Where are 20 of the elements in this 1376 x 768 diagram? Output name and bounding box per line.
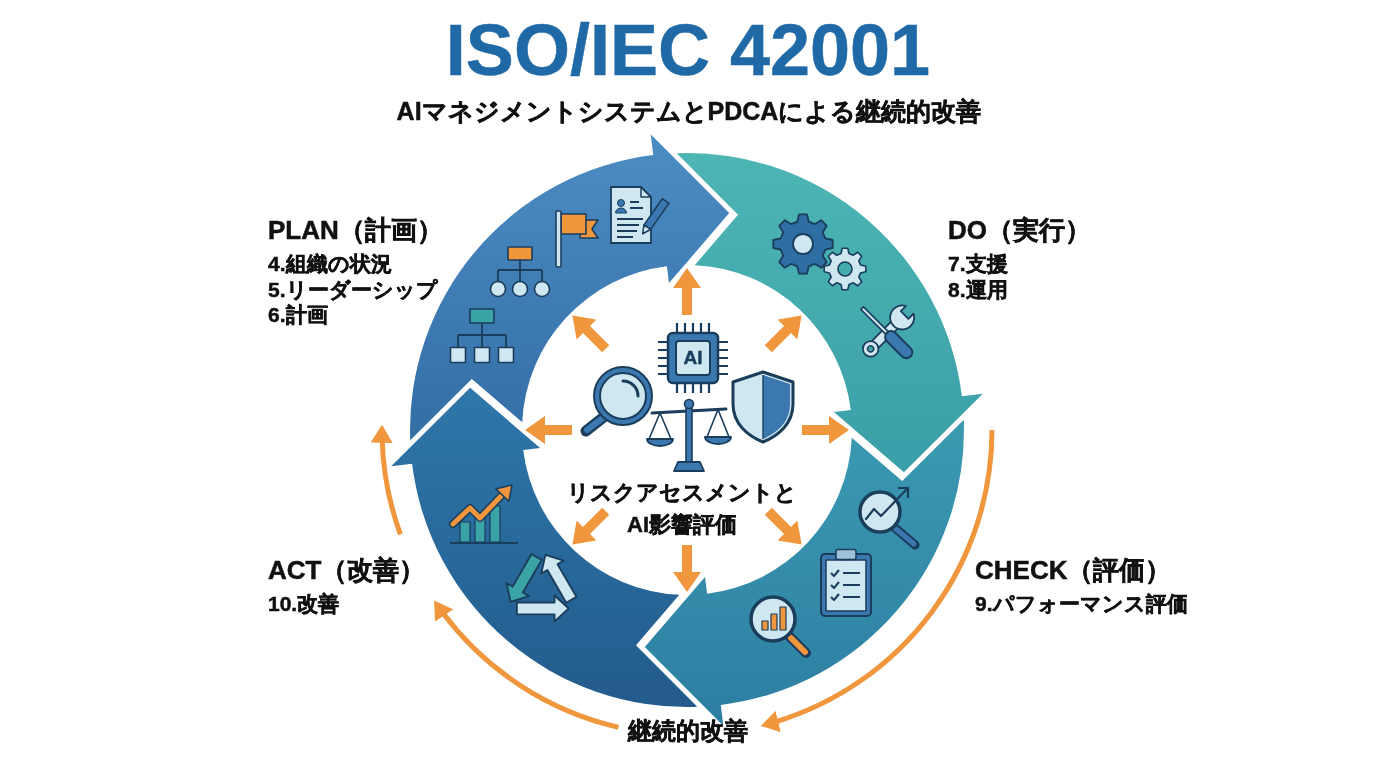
phase-heading: ACT（改善） xyxy=(268,554,426,586)
phase-heading: CHECK（評価） xyxy=(975,554,1172,586)
center-label: リスクアセスメントとAI影響評価 xyxy=(566,479,798,539)
title: ISO/IEC 42001 xyxy=(445,14,931,86)
clause-item: 4.組織の状況 xyxy=(268,251,392,277)
clause-item: 8.運用 xyxy=(948,276,1008,302)
clause-item: 6.計画 xyxy=(268,302,328,328)
phase-heading: DO（実行） xyxy=(948,214,1091,246)
arrow xyxy=(802,416,849,444)
clause-item: 5.リーダーシップ xyxy=(268,276,438,302)
clause-item: 10.改善 xyxy=(268,591,340,617)
phase-heading: PLAN（計画） xyxy=(268,214,443,246)
clause-item: 7.支援 xyxy=(948,251,1008,277)
arrow xyxy=(673,545,701,592)
cycle-label: 継続的改善 xyxy=(628,716,748,746)
clause-item: 9.パフォーマンス評価 xyxy=(975,591,1188,617)
chip-label: AI xyxy=(683,346,703,370)
subtitle: AIマネジメントシステムとPDCAによる継続的改善 xyxy=(396,96,982,127)
arrow xyxy=(673,268,701,315)
arrow xyxy=(525,416,572,444)
